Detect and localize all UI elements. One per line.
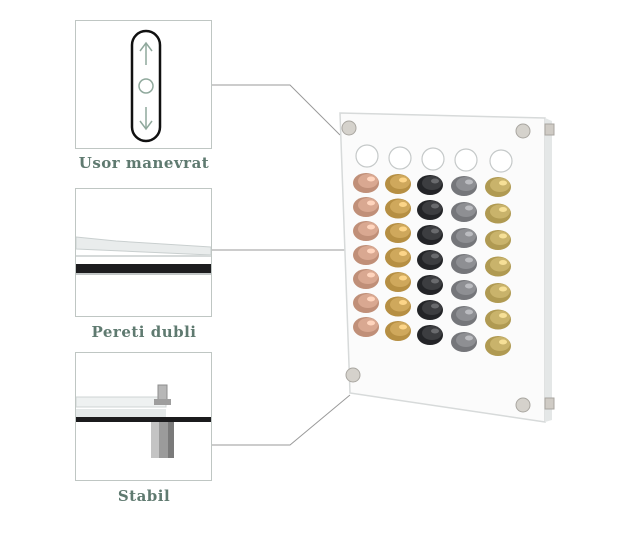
coffee-capsule [451, 280, 477, 300]
feature-panel-stable [75, 352, 212, 481]
coffee-capsule [451, 254, 477, 274]
coffee-capsule [353, 197, 379, 217]
coffee-capsule [353, 245, 379, 265]
coffee-capsule [353, 317, 379, 337]
capsule-columns [353, 173, 511, 356]
caption-stable: Stabil [117, 487, 171, 505]
coffee-capsule [417, 250, 443, 270]
capsule-column [353, 173, 379, 337]
coffee-capsule [385, 247, 411, 268]
coffee-capsule [353, 269, 379, 289]
loading-holes [355, 144, 513, 173]
coffee-capsule [451, 228, 477, 248]
coffee-capsule [385, 321, 411, 341]
coffee-capsule [485, 309, 511, 330]
capsule-column [451, 176, 477, 352]
coffee-capsule [385, 198, 411, 219]
coffee-capsule [353, 293, 379, 313]
coffee-capsule [485, 283, 511, 303]
coffee-capsule [385, 296, 411, 317]
coffee-capsule [417, 325, 443, 345]
slot-arrows-icon [130, 29, 162, 143]
coffee-capsule [353, 221, 379, 241]
standoff-screw-icon [75, 384, 211, 458]
coffee-capsule [485, 230, 511, 250]
coffee-capsule [485, 177, 511, 197]
coffee-capsule [353, 173, 379, 193]
coffee-capsule [417, 225, 443, 245]
coffee-capsule [485, 256, 511, 277]
coffee-capsule [485, 336, 511, 356]
coffee-capsule [385, 272, 411, 292]
standoff-screws [341, 120, 555, 413]
coffee-capsule [451, 306, 477, 326]
connector-lines [212, 84, 351, 446]
feature-panel-double-wall [75, 188, 212, 317]
coffee-capsule [417, 175, 443, 195]
coffee-capsule [451, 176, 477, 196]
caption-double-wall: Pereti dubli [91, 323, 197, 341]
coffee-capsule [451, 332, 477, 352]
capsule-column [417, 175, 443, 345]
coffee-capsule [485, 203, 511, 224]
capsule-column [485, 177, 511, 356]
feature-panel-slot [75, 20, 212, 149]
coffee-capsule [385, 174, 411, 194]
coffee-capsule [417, 275, 443, 295]
coffee-capsule [417, 200, 443, 220]
coffee-capsule [417, 300, 443, 320]
capsule-column [385, 174, 411, 341]
caption-slot: Usor manevrat [78, 154, 210, 172]
coffee-capsule [385, 223, 411, 243]
coffee-capsule [451, 202, 477, 222]
